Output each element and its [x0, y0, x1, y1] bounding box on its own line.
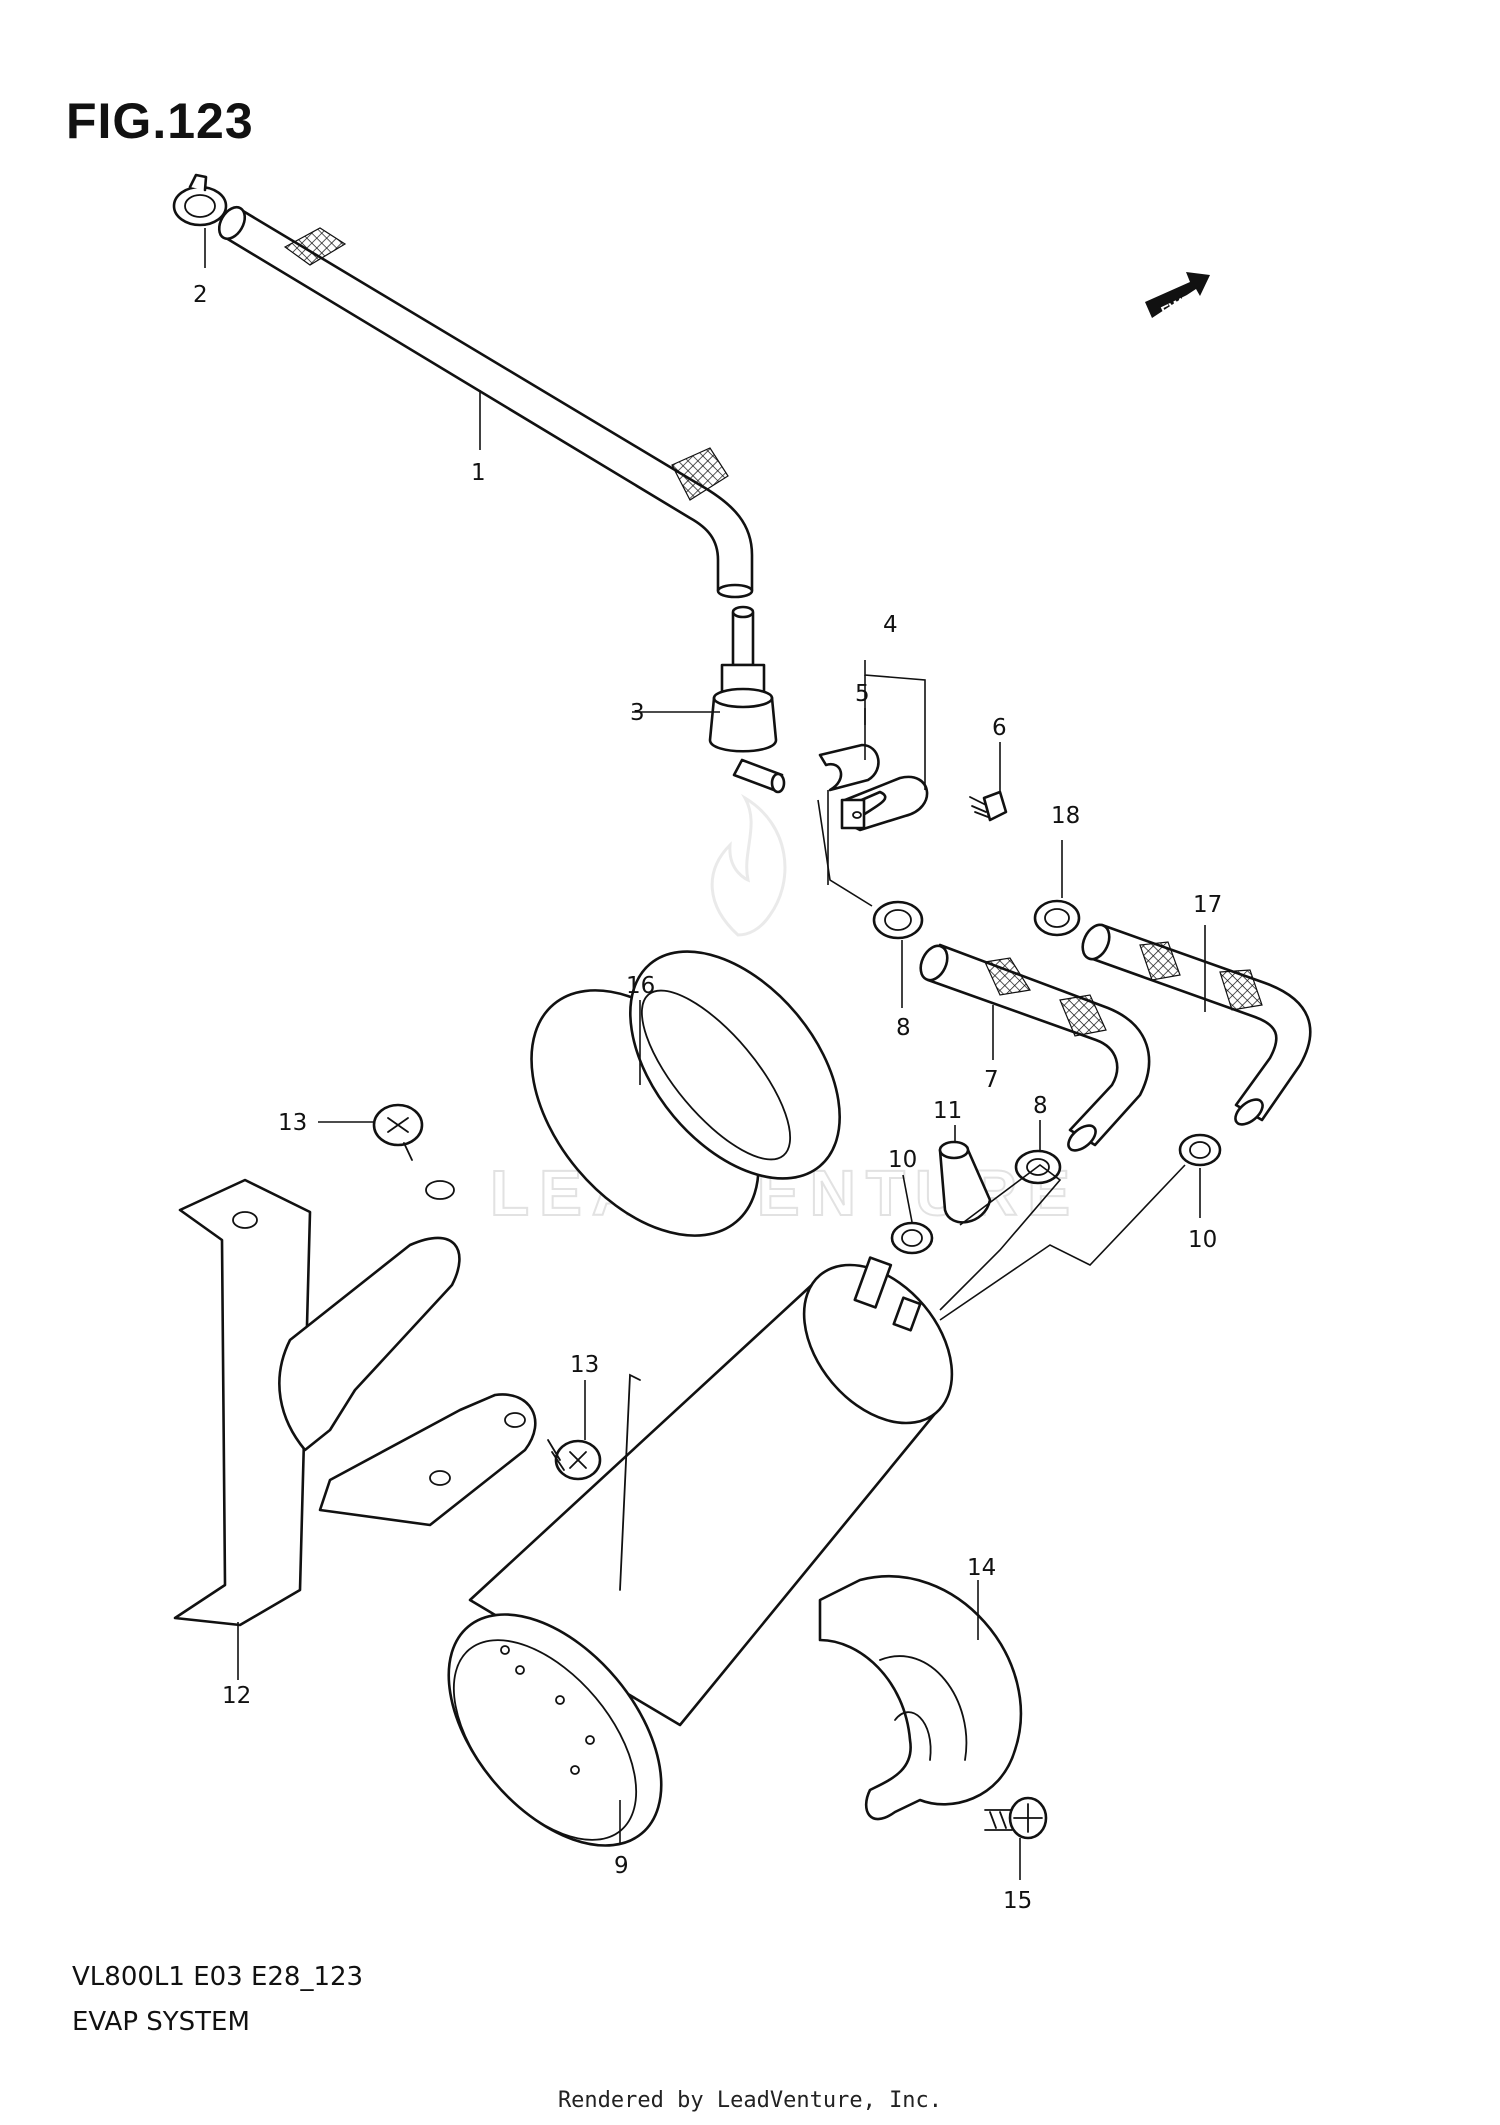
callout-8-upper: 8: [896, 1015, 911, 1041]
part-10-clamp-right: [1178, 1133, 1222, 1167]
part-14-canister-holder: [818, 1574, 1022, 1821]
callout-4: 4: [883, 612, 898, 638]
callout-10-right: 10: [1188, 1227, 1217, 1253]
part-13-screw-lower: [547, 1439, 602, 1481]
rendered-by-credit: Rendered by LeadVenture, Inc.: [557, 2088, 943, 2113]
callout-12: 12: [222, 1683, 251, 1709]
callout-7: 7: [984, 1067, 999, 1093]
part-4-clamp-assembly: [818, 743, 929, 832]
part-11-hose-sleeve: [938, 1140, 992, 1224]
callout-6: 6: [992, 715, 1007, 741]
callout-3: 3: [630, 700, 645, 726]
callout-17: 17: [1193, 892, 1222, 918]
callout-14: 14: [967, 1555, 996, 1581]
callout-11: 11: [933, 1098, 962, 1124]
fwd-arrow-icon: FWD: [1145, 272, 1210, 321]
part-13-screw-upper: [372, 1103, 424, 1161]
part-8-hose-clamp-upper: [872, 900, 924, 940]
part-18-hose-clamp: [1033, 899, 1081, 937]
figure-title: FIG.123: [66, 93, 254, 149]
callout-10-left: 10: [888, 1147, 917, 1173]
part-6-screw: [969, 790, 1008, 822]
callout-8-lower: 8: [1033, 1093, 1048, 1119]
callout-13-upper: 13: [278, 1110, 307, 1136]
callout-9: 9: [614, 1853, 629, 1879]
leader-lines: [204, 228, 1206, 1880]
callout-1: 1: [471, 460, 486, 486]
part-17-formed-hose: [1081, 923, 1312, 1126]
part-7-formed-hose: [919, 943, 1151, 1152]
part-15-screw: [984, 1796, 1048, 1840]
part-1-long-hose: [217, 205, 754, 599]
part-2-hose-clamp: [172, 173, 228, 227]
model-code: VL800L1 E03 E28_123: [72, 1962, 364, 1992]
callout-5: 5: [855, 681, 870, 707]
callout-2: 2: [193, 282, 208, 308]
part-9-evap-canister: [447, 1256, 954, 1847]
callout-15: 15: [1003, 1888, 1032, 1914]
part-12-bracket: [173, 1178, 537, 1627]
part-3-check-valve: [708, 605, 786, 794]
routing-lines: [817, 790, 1186, 1321]
callout-16: 16: [626, 973, 655, 999]
part-10-clamp-left: [890, 1221, 934, 1255]
part-16-cushion: [530, 950, 841, 1237]
callout-13-lower: 13: [570, 1352, 599, 1378]
system-name: EVAP SYSTEM: [72, 2007, 250, 2037]
callout-18: 18: [1051, 803, 1080, 829]
